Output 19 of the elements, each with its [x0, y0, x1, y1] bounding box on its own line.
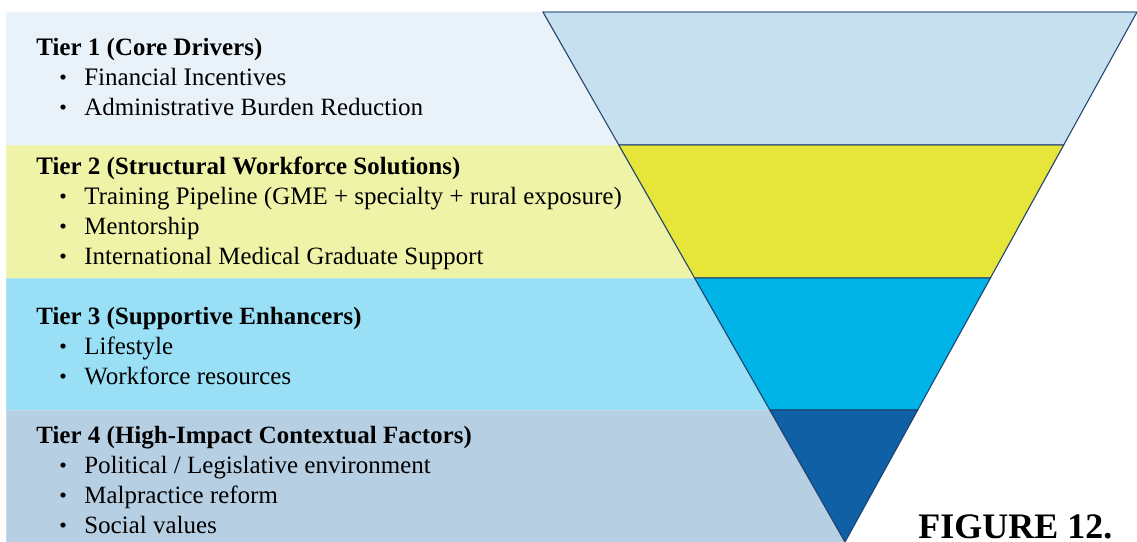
bullet-item: Mentorship: [84, 216, 199, 240]
tier-band: [6, 277, 992, 411]
bullet-item: Financial Incentives: [84, 67, 286, 86]
tier-heading: Tier 3 (Supportive Enhancers): [36, 306, 361, 330]
bullet-item: Malpractice reform: [84, 485, 278, 509]
bullet-item: Political / Legislative environment: [84, 455, 431, 479]
bullet-item: Workforce resources: [84, 366, 291, 385]
tier-band: [6, 409, 919, 542]
tier-heading: Tier 1 (Core Drivers): [36, 37, 262, 61]
tier-heading: Tier 2 (Structural Workforce Solutions): [36, 156, 460, 180]
figure-label: FIGURE 12.: [918, 514, 1111, 539]
tier-band: [6, 144, 1065, 279]
bullet-item: Social values: [85, 515, 216, 534]
tier-band: [6, 11, 1137, 146]
bullet-item: Administrative Burden Reduction: [84, 97, 423, 116]
bullet-item: Training Pipeline (GME + specialty + rural exposure): [84, 186, 621, 210]
tier-heading: Tier 4 (High-Impact Contextual Factors): [36, 425, 471, 449]
bullet-item: International Medical Graduate Support: [85, 246, 484, 270]
bullet-item: Lifestyle: [84, 336, 173, 360]
